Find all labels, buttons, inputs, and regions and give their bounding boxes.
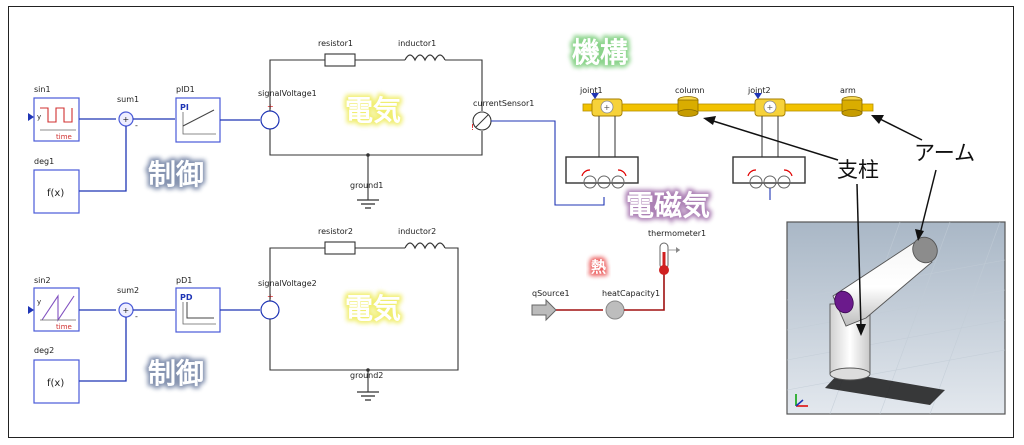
inductor2-label: inductor2	[398, 227, 436, 236]
signalvoltage2-source	[260, 300, 280, 320]
torque1-component	[565, 156, 639, 184]
qsource1-component	[531, 298, 557, 322]
domain-electric-1: 電気	[345, 94, 401, 127]
inductor1-label: inductor1	[398, 39, 436, 48]
svg-text:-: -	[135, 312, 138, 321]
svg-text:制御: 制御	[148, 357, 204, 390]
sin2-label: sin2	[34, 276, 51, 285]
currentsensor1-label: currentSensor1	[473, 99, 534, 108]
time-label: time	[56, 133, 72, 141]
domain-heat: 熱	[591, 258, 606, 276]
svg-text:+: +	[123, 306, 130, 315]
ground2-label: ground2	[350, 371, 383, 380]
pd1-label: pD1	[176, 276, 192, 285]
joint-marker	[834, 290, 854, 314]
pi-text: PI	[180, 103, 189, 112]
sum-minus: -	[135, 121, 138, 130]
domain-labels: 機構 機構 電気 電気 電気 電気 制御 制御 制御 制御 電磁気 電磁気 熱 …	[146, 34, 713, 393]
callout-arm: アーム	[914, 141, 975, 165]
mechanical-bar	[582, 103, 874, 112]
resistor2-component	[324, 241, 356, 255]
resistor1-component	[324, 53, 356, 67]
sum2-label: sum2	[117, 286, 139, 295]
heatcapacity1-label: heatCapacity1	[602, 289, 660, 298]
callouts: 支柱 アーム	[703, 115, 975, 336]
time-label-2: time	[56, 323, 72, 331]
pid1-label: pID1	[176, 85, 195, 94]
control-loop-2: sin2 y time sum2 + - pD1 PD deg2 f(x)	[28, 276, 260, 404]
domain-electric-2: 電気	[345, 292, 401, 325]
joint2-label: joint2	[747, 86, 771, 95]
arm-label: arm	[840, 86, 856, 95]
control-loop-1: sin1 y time sum1 + - pID1 PI deg1 f(x)	[28, 85, 260, 214]
sin2-block	[33, 287, 80, 332]
electric-circuit-2: signalVoltage2 + resistor2 inductor2 gro…	[258, 227, 459, 401]
sum1-label: sum1	[117, 95, 139, 104]
sum-plus: +	[123, 115, 130, 124]
mechanism-chain: joint1 + column joint2 + arm torque1 tor…	[565, 86, 874, 200]
domain-electromagnetic: 電磁気	[626, 189, 710, 222]
ground1-label: ground1	[350, 181, 383, 190]
domain-control-1: 制御	[148, 158, 204, 191]
3d-render-view	[786, 221, 1006, 415]
inductor1-component	[404, 54, 446, 62]
deg2-block	[33, 359, 80, 404]
svg-text:電磁気: 電磁気	[626, 189, 710, 222]
signalvoltage1-source	[260, 110, 280, 130]
thermal-circuit: qSource1 heatCapacity1 thermometer1	[531, 229, 706, 322]
svg-text:+: +	[604, 103, 611, 112]
svg-text:!: !	[471, 123, 474, 132]
sensor-to-torque-wire	[491, 120, 605, 206]
callout-column: 支柱	[837, 158, 879, 182]
signalvoltage1-label: signalVoltage1	[258, 89, 317, 98]
svg-text:熱: 熱	[591, 258, 606, 276]
deg2-label: deg2	[34, 346, 54, 355]
column-label: column	[675, 86, 704, 95]
sawtooth-wave-icon	[41, 294, 75, 322]
pd-text: PD	[180, 293, 193, 302]
svg-text:機構: 機構	[572, 36, 628, 69]
domain-mechanism: 機構	[572, 36, 628, 69]
svg-text:制御: 制御	[148, 158, 204, 191]
svg-text:電気: 電気	[345, 292, 401, 325]
deg1-label: deg1	[34, 157, 54, 166]
input-port-icon-2	[28, 306, 34, 314]
joint1-label: joint1	[579, 86, 603, 95]
electric-circuit-1: signalVoltage1 + resistor1 inductor1 cur…	[258, 39, 605, 209]
torque2-component	[732, 156, 806, 184]
y-axis-label: y	[37, 113, 41, 121]
sin1-label: sin1	[34, 85, 51, 94]
fx-text: f(x)	[47, 188, 64, 199]
arm-cylinder	[832, 239, 933, 327]
input-port-icon	[28, 113, 34, 121]
resistor2-label: resistor2	[318, 227, 353, 236]
inductor2-component	[404, 242, 446, 250]
heatcapacity1-component	[605, 300, 625, 320]
y-axis-label-2: y	[37, 298, 41, 306]
svg-text:+: +	[767, 103, 774, 112]
pulse-wave-icon	[40, 107, 73, 123]
fx-text-2: f(x)	[47, 378, 64, 389]
svg-text:電気: 電気	[345, 94, 401, 127]
signalvoltage2-label: signalVoltage2	[258, 279, 317, 288]
domain-control-2: 制御	[148, 357, 204, 390]
qsource1-label: qSource1	[532, 289, 570, 298]
resistor1-label: resistor1	[318, 39, 353, 48]
thermometer1-label: thermometer1	[648, 229, 706, 238]
